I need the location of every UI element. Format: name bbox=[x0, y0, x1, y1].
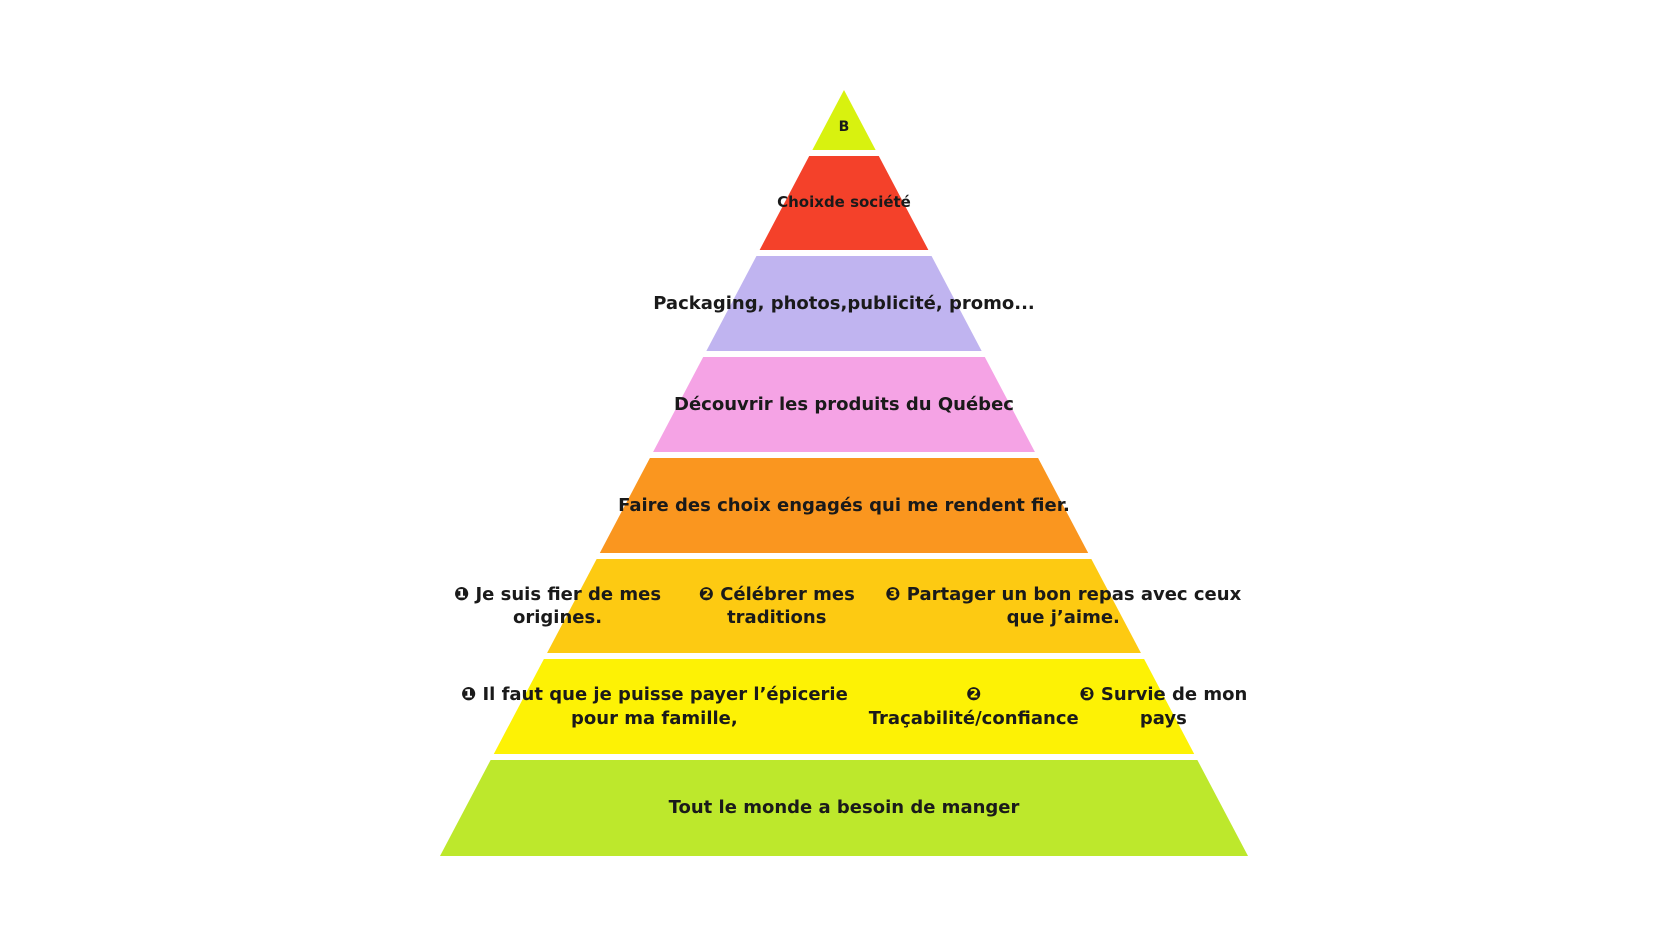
pyramid-level-3 bbox=[706, 256, 982, 351]
pyramid-level-8 bbox=[440, 760, 1248, 856]
pyramid-level-4 bbox=[653, 357, 1035, 452]
pyramid-level-5 bbox=[599, 458, 1089, 553]
pyramid-level-2 bbox=[759, 156, 929, 250]
pyramid-level-7 bbox=[493, 659, 1195, 754]
pyramid-level-1 bbox=[812, 90, 876, 150]
pyramid-level-6 bbox=[547, 559, 1141, 653]
